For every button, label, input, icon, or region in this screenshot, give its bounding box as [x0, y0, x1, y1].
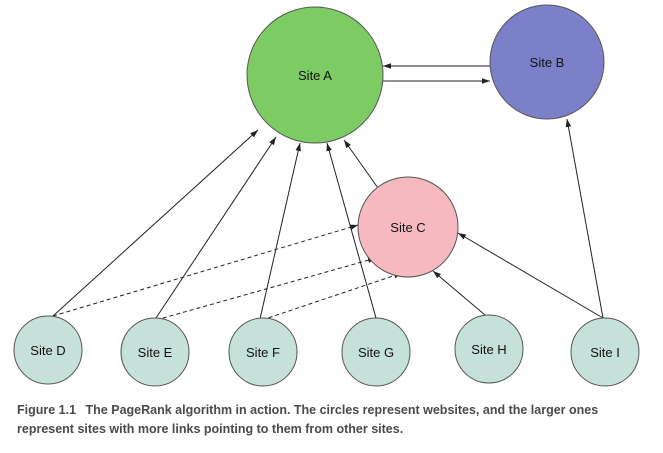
edge-f-to-c-dashed — [261, 272, 403, 321]
edge-g-to-a — [326, 142, 377, 319]
edge-i-to-c — [457, 232, 604, 319]
node-site-d: Site D — [13, 315, 83, 385]
node-circle-c — [357, 176, 459, 278]
node-site-f: Site F — [228, 317, 298, 387]
pagerank-diagram: Site A Site B Site C Site D Site E Site F Site… — [13, 4, 640, 387]
node-circle-h — [454, 314, 524, 384]
edge-d-to-c-dashed — [52, 224, 359, 317]
edge-i-to-b — [565, 118, 604, 319]
node-label-i: Site I — [590, 345, 620, 360]
node-label-h: Site H — [471, 342, 506, 357]
node-site-e: Site E — [120, 317, 190, 387]
node-site-i: Site I — [570, 317, 640, 387]
node-site-g: Site G — [341, 317, 411, 387]
node-circle-i — [570, 317, 640, 387]
node-site-b: Site B — [489, 4, 605, 120]
edge-f-to-a — [259, 142, 301, 320]
node-circle-d — [13, 315, 83, 385]
node-label-e: Site E — [138, 345, 173, 360]
node-label-c: Site C — [390, 220, 425, 235]
node-label-f: Site F — [246, 345, 280, 360]
edge-c-to-a — [343, 139, 379, 189]
node-label-d: Site D — [30, 343, 65, 358]
node-label-a: Site A — [298, 68, 332, 83]
node-site-c: Site C — [357, 176, 459, 278]
node-circle-a — [246, 6, 384, 144]
edge-e-to-c-dashed — [155, 257, 377, 321]
node-site-a: Site A — [246, 6, 384, 144]
node-circle-f — [228, 317, 298, 387]
edge-h-to-c — [432, 270, 486, 316]
caption-text: The PageRank algorithm in action. The ci… — [17, 403, 599, 436]
edge-e-to-a — [155, 136, 277, 319]
node-circle-g — [341, 317, 411, 387]
node-circle-b — [489, 4, 605, 120]
edge-d-to-a — [52, 129, 259, 317]
node-circle-e — [120, 317, 190, 387]
node-label-g: Site G — [358, 345, 394, 360]
node-label-b: Site B — [530, 55, 565, 70]
figure-number: Figure 1.1 — [17, 403, 77, 417]
figure-caption: Figure 1.1 The PageRank algorithm in act… — [17, 401, 652, 439]
node-site-h: Site H — [454, 314, 524, 384]
